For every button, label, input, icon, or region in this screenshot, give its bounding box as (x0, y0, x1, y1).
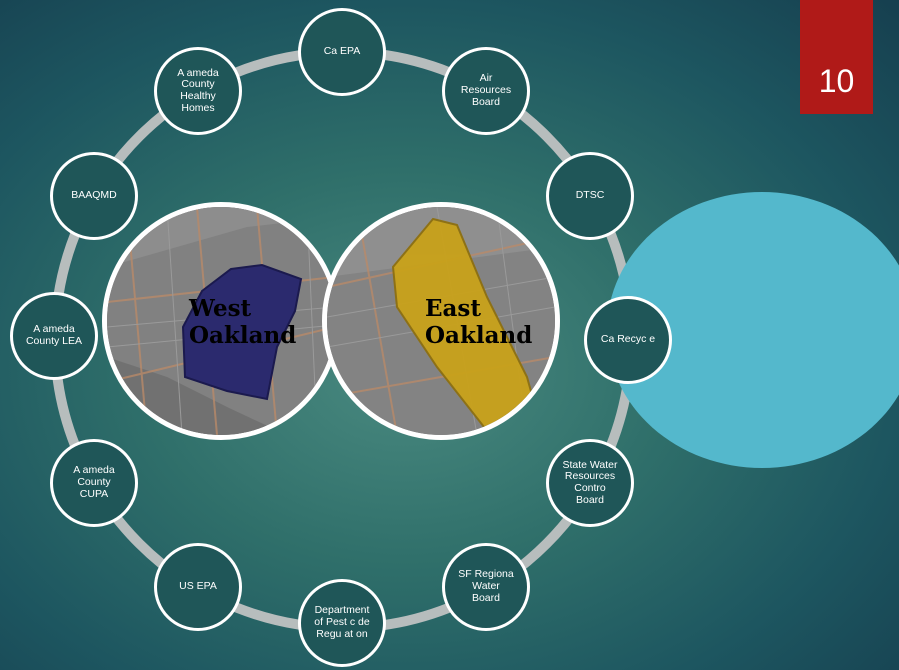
east-oakland-map: East Oakland (322, 202, 560, 440)
agency-label: Department of Pest c de Regu at on (314, 604, 370, 640)
agency-label: A ameda County CUPA (73, 464, 115, 500)
agency-label: Ca Recyc e (600, 333, 656, 346)
agency-label: Ca EPA (323, 45, 361, 58)
agency-node-sf-regional-water-board[interactable]: SF Regiona Water Board (442, 543, 530, 631)
agency-label: A ameda County Healthy Homes (177, 66, 219, 114)
agency-label: SF Regiona Water Board (458, 568, 514, 604)
agency-label: BAAQMD (71, 189, 117, 202)
agency-label: DTSC (575, 189, 605, 202)
agency-node-ca-recycle[interactable]: Ca Recyc e (584, 296, 672, 384)
agency-node-alameda-county-cupa[interactable]: A ameda County CUPA (50, 439, 138, 527)
east-oakland-label: East Oakland (425, 295, 533, 349)
agency-node-us-epa[interactable]: US EPA (154, 543, 242, 631)
agency-label: State Water Resources Contro Board (562, 458, 618, 506)
agency-node-dtsc[interactable]: DTSC (546, 152, 634, 240)
east-oakland-map-graphic (327, 207, 555, 435)
agency-label: Air Resources Board (460, 72, 512, 108)
west-oakland-region (181, 263, 303, 401)
agency-node-state-water-resources-control-board[interactable]: State Water Resources Contro Board (546, 439, 634, 527)
slide-number: 10 (800, 0, 873, 114)
agency-node-baaqmd[interactable]: BAAQMD (50, 152, 138, 240)
agency-node-department-of-pesticide-regulation[interactable]: Department of Pest c de Regu at on (298, 579, 386, 667)
agency-label: A ameda County LEA (25, 323, 83, 347)
agency-label: US EPA (179, 580, 217, 593)
agency-node-ca-epa[interactable]: Ca EPA (298, 8, 386, 96)
slide-number-text: 10 (818, 63, 855, 99)
agency-node-alameda-county-healthy-homes[interactable]: A ameda County Healthy Homes (154, 47, 242, 135)
west-oakland-map-graphic (107, 207, 335, 435)
west-oakland-label: West Oakland (189, 295, 297, 349)
west-oakland-map: West Oakland (102, 202, 340, 440)
agency-node-alameda-county-lea[interactable]: A ameda County LEA (10, 292, 98, 380)
agency-node-air-resources-board[interactable]: Air Resources Board (442, 47, 530, 135)
east-oakland-region (391, 217, 539, 435)
